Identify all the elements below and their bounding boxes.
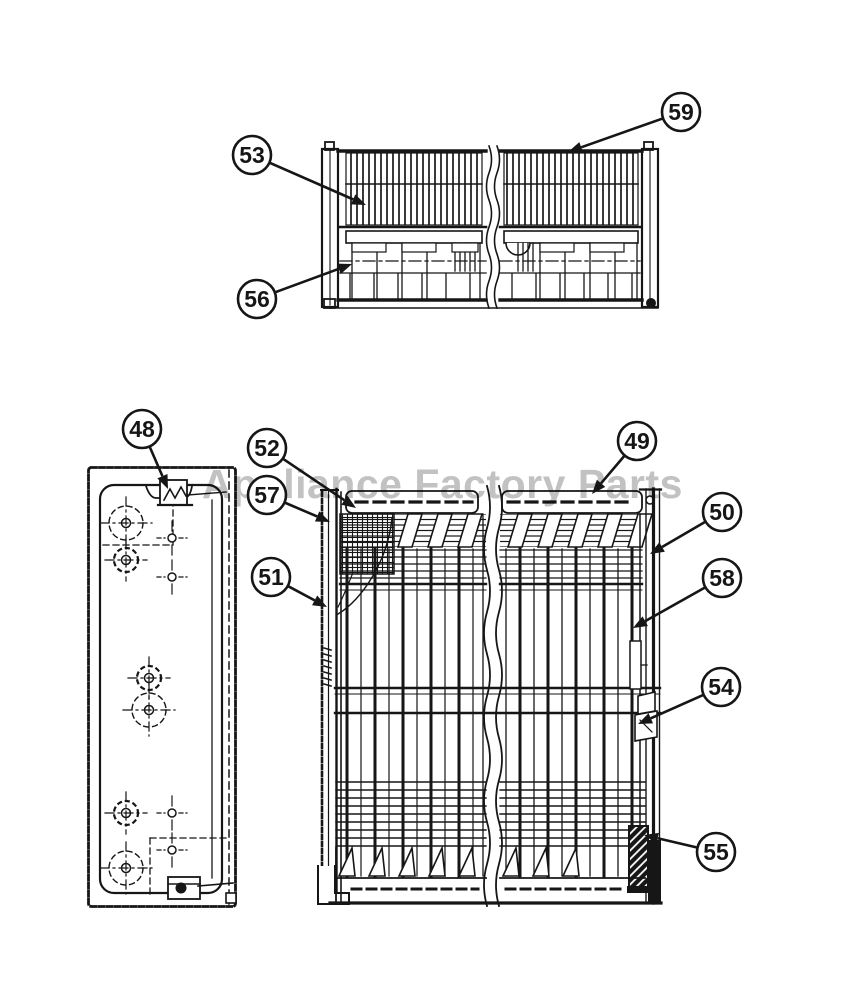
side-panel bbox=[87, 466, 237, 908]
callout-number: 51 bbox=[258, 564, 284, 590]
callout-number: 59 bbox=[668, 99, 694, 125]
tube-support-bracket bbox=[629, 640, 648, 690]
top-break-line bbox=[485, 144, 501, 310]
callout-number: 53 bbox=[239, 142, 265, 168]
knockout-hole bbox=[156, 559, 188, 595]
leader-arrowhead bbox=[592, 479, 606, 494]
callout-circle bbox=[695, 831, 737, 873]
knockout-hole bbox=[156, 832, 188, 868]
callout-circle bbox=[250, 556, 292, 598]
callout-number: 54 bbox=[708, 674, 734, 700]
knockout-hole bbox=[99, 841, 153, 895]
callout-circle bbox=[700, 666, 742, 708]
callout-48: 48 bbox=[121, 408, 168, 489]
callout-number: 56 bbox=[244, 286, 270, 312]
leader-arrowhead bbox=[157, 473, 168, 489]
leader-arrowhead bbox=[350, 194, 366, 205]
knockout-hole bbox=[156, 795, 188, 831]
panel-bottom-clip bbox=[167, 876, 237, 904]
leader-arrowhead bbox=[336, 263, 352, 275]
main-coil-assembly bbox=[317, 484, 663, 908]
callout-55: 55 bbox=[644, 831, 737, 873]
top-mounting-rail bbox=[345, 490, 655, 514]
callout-51: 51 bbox=[250, 556, 327, 607]
callout-number: 48 bbox=[129, 416, 155, 442]
callout-52: 52 bbox=[246, 427, 356, 508]
leader-arrowhead bbox=[314, 511, 330, 522]
callout-circle bbox=[616, 420, 658, 462]
top-assembly-details bbox=[349, 242, 638, 300]
main-break-line bbox=[483, 484, 503, 908]
leader-arrowhead bbox=[650, 542, 665, 554]
callout-number: 57 bbox=[254, 482, 280, 508]
callout-circle bbox=[231, 134, 273, 176]
callout-circle bbox=[660, 91, 702, 133]
leader-arrowhead bbox=[341, 495, 356, 508]
callout-58: 58 bbox=[633, 557, 743, 628]
top-right-end-cap bbox=[640, 141, 660, 309]
leader-arrowhead bbox=[568, 142, 584, 153]
callout-53: 53 bbox=[231, 134, 366, 205]
knockout-hole bbox=[104, 538, 148, 582]
heater-block-55 bbox=[627, 825, 661, 904]
callout-number: 55 bbox=[703, 839, 729, 865]
callout-57: 57 bbox=[246, 474, 330, 522]
callout-number: 50 bbox=[709, 499, 735, 525]
callout-49: 49 bbox=[592, 420, 658, 494]
panel-knockout-holes bbox=[99, 496, 188, 895]
stamped-text bbox=[323, 647, 332, 687]
callout-circle bbox=[246, 427, 288, 469]
callout-number: 49 bbox=[624, 428, 650, 454]
callout-59: 59 bbox=[568, 91, 702, 153]
leader-arrowhead bbox=[644, 832, 659, 844]
callout-circle bbox=[236, 278, 278, 320]
top-assembly bbox=[320, 141, 660, 310]
bottom-rail bbox=[328, 877, 663, 905]
top-fin-pack-left bbox=[345, 152, 483, 226]
coil-tubes-and-grid bbox=[333, 513, 662, 904]
callout-54: 54 bbox=[638, 666, 742, 724]
callout-50: 50 bbox=[650, 491, 743, 554]
callout-number: 58 bbox=[709, 565, 735, 591]
callout-number: 52 bbox=[254, 435, 280, 461]
callout-circle bbox=[701, 491, 743, 533]
leader-arrowhead bbox=[312, 595, 327, 607]
knockout-hole bbox=[156, 520, 188, 556]
callout-circle bbox=[701, 557, 743, 599]
knockout-hole bbox=[122, 683, 176, 737]
callout-56: 56 bbox=[236, 263, 352, 320]
panel-outer-edge bbox=[87, 466, 237, 908]
leader-arrowhead bbox=[638, 713, 654, 724]
leader-arrowhead bbox=[633, 616, 648, 628]
top-fin-pack-right bbox=[503, 152, 639, 226]
callout-circle bbox=[121, 408, 163, 450]
knockout-hole bbox=[104, 791, 148, 835]
callout-circle bbox=[246, 474, 288, 516]
